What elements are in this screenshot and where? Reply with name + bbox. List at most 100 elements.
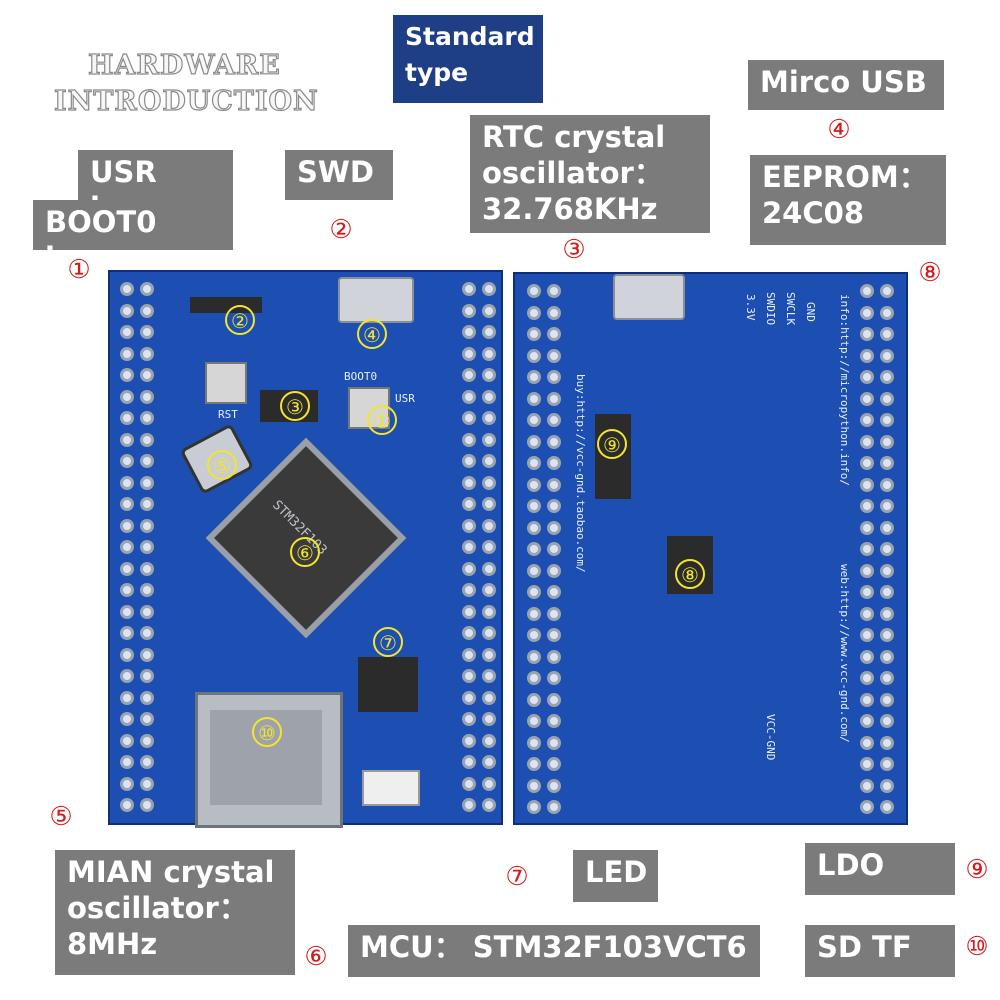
header-hole [462, 432, 476, 447]
header-hole [880, 585, 894, 599]
standard-type-label: Standard type [393, 15, 543, 103]
header-hole [527, 585, 541, 599]
back-board: info:http://micropython.info/ web:http:/… [513, 272, 908, 825]
header-hole [860, 649, 874, 664]
header-hole [880, 348, 894, 363]
header-hole [120, 475, 134, 490]
header-hole [482, 604, 496, 619]
header-hole [462, 475, 476, 490]
header-hole [880, 520, 894, 535]
header-hole [140, 690, 154, 705]
micro-usb-connector [338, 277, 414, 323]
header-hole [462, 368, 476, 382]
header-hole [140, 540, 154, 554]
header-hole [120, 518, 134, 533]
header-hole [462, 282, 476, 296]
led-label: LED [573, 850, 658, 902]
swd-gnd-silk: GND [804, 302, 817, 322]
header-hole [482, 389, 496, 404]
header-hole [527, 477, 541, 492]
header-hole [547, 542, 561, 556]
header-hole [880, 800, 894, 814]
header-hole [860, 692, 874, 707]
header-hole [860, 778, 874, 793]
header-hole [527, 778, 541, 793]
number-3: ③ [562, 235, 586, 265]
board-mark-3: ③ [280, 391, 310, 421]
header-hole [462, 647, 476, 662]
header-hole [860, 671, 874, 685]
header-hole [880, 757, 894, 771]
header-hole [860, 370, 874, 384]
header-hole [527, 563, 541, 578]
header-hole [120, 647, 134, 662]
board-mark-7: ⑦ [373, 627, 403, 657]
header-hole [482, 561, 496, 576]
header-hole [462, 604, 476, 619]
header-hole [140, 454, 154, 468]
header-hole [462, 540, 476, 554]
header-hole [880, 563, 894, 578]
board-mark-2: ② [225, 305, 255, 335]
header-hole [547, 778, 561, 793]
number-4: ④ [827, 115, 851, 145]
header-hole [860, 305, 874, 320]
header-hole [462, 583, 476, 597]
boot0-key-label: BOOT0 key [33, 200, 233, 275]
header-hole [547, 800, 561, 814]
header-hole [140, 368, 154, 382]
header-hole [527, 434, 541, 449]
header-hole [120, 411, 134, 425]
header-hole [527, 649, 541, 664]
header-hole [462, 690, 476, 705]
header-hole [527, 800, 541, 814]
header-hole [482, 669, 496, 683]
header-hole [140, 432, 154, 447]
header-hole [860, 456, 874, 470]
header-hole [547, 327, 561, 341]
front-board: RST USR BOOT0 STM32F103 ① ② ③ ④ ⑤ ⑥ ⑦ ⑩ [108, 270, 503, 828]
header-hole [140, 712, 154, 726]
header-hole [547, 305, 561, 320]
swd-3v3-silk: 3.3V [744, 294, 757, 321]
header-hole [120, 432, 134, 447]
header-hole [880, 370, 894, 384]
usr-button [205, 362, 247, 404]
header-hole [482, 583, 496, 597]
header-hole [860, 413, 874, 427]
number-8: ⑧ [918, 258, 942, 288]
header-hole [880, 434, 894, 449]
header-hole [140, 755, 154, 769]
header-hole [120, 303, 134, 318]
header-hole [120, 690, 134, 705]
header-hole [482, 518, 496, 533]
header-hole [120, 389, 134, 404]
back-url-buy: buy:http://vcc-gnd.taobao.com/ [574, 374, 587, 573]
header-hole [140, 518, 154, 533]
header-hole [547, 563, 561, 578]
header-hole [527, 391, 541, 406]
header-hole [482, 411, 496, 425]
header-hole [547, 520, 561, 535]
header-hole [527, 456, 541, 470]
header-hole [860, 757, 874, 771]
header-hole [860, 434, 874, 449]
header-hole [140, 497, 154, 511]
header-hole [547, 499, 561, 513]
header-hole [880, 671, 894, 685]
header-hole [140, 325, 154, 339]
number-10: ⑩ [965, 932, 989, 962]
header-hole [860, 327, 874, 341]
header-hole [527, 520, 541, 535]
header-hole [547, 606, 561, 621]
header-hole [547, 585, 561, 599]
header-hole [482, 755, 496, 769]
header-hole [120, 798, 134, 812]
number-2: ② [329, 215, 353, 245]
header-hole [860, 284, 874, 298]
header-hole [120, 776, 134, 791]
ldo-label: LDO [805, 843, 955, 895]
header-hole [547, 413, 561, 427]
header-hole [140, 733, 154, 748]
header-hole [120, 583, 134, 597]
